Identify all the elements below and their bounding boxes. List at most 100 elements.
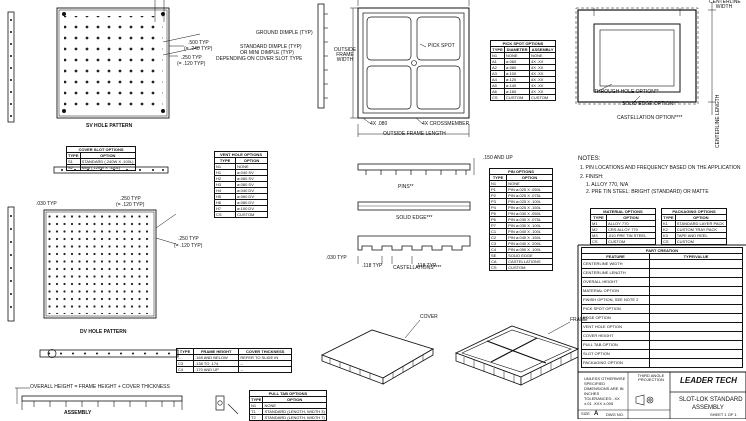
title-block-frame	[577, 244, 746, 419]
table-row: PICK SPOT OPTION	[581, 304, 743, 314]
outside-frame-width-label: OUTSIDE FRAME WIDTH	[333, 47, 357, 63]
table-cell: MATERIAL OPTION	[581, 286, 650, 296]
table-cell: T2	[248, 414, 264, 421]
value-cell[interactable]	[649, 340, 743, 350]
sheet-label: SHEET 1 OF 1	[710, 412, 737, 417]
table-row: CENTERLINE LENGTH	[581, 268, 743, 278]
dim-500: .500 TYP	[188, 40, 209, 46]
table-row: MATERIAL OPTION	[581, 286, 743, 296]
note-2a: 1. ALLOY 770, N/A	[586, 182, 629, 188]
title-line-1: SLOT-LOK STANDARD	[679, 397, 743, 403]
dim-240: (= .240 TYP)	[184, 46, 213, 52]
table-cell: COVER HEIGHT	[581, 331, 650, 341]
size-value: A	[594, 411, 599, 417]
table-row: C4.170 AND UP--	[175, 366, 292, 373]
table-row: CENTERLINE WIDTH	[581, 259, 743, 269]
table-cell: C4	[175, 366, 195, 373]
value-cell[interactable]	[649, 358, 743, 368]
outside-frame-length-label: OUTSIDE FRAME LENGTH	[383, 131, 446, 137]
dv-hole-pattern-label: DV HOLE PATTERN	[80, 329, 127, 335]
dim-250-dv-b: .250 TYP	[178, 236, 199, 242]
dim-150: .150 AND UP	[483, 155, 513, 161]
dim-120: (= .120 TYP)	[177, 61, 206, 67]
table-cell: CUSTOM	[235, 211, 268, 218]
table-row: COVER HEIGHT	[581, 331, 743, 341]
centerline-width-label: CENTERLINE WIDTH	[709, 0, 741, 10]
table-cell: .170 AND UP	[193, 366, 240, 373]
value-cell[interactable]	[649, 304, 743, 314]
table-cell: CUSTOM	[605, 238, 657, 245]
dv-side-profile	[7, 206, 15, 322]
company-logo: LEADER TECH	[680, 376, 737, 385]
solid-edge-profile	[357, 201, 471, 211]
frame-side-profile	[317, 3, 328, 109]
dim-080: 4X .080	[370, 121, 388, 127]
table-cell: --	[238, 366, 292, 373]
value-cell[interactable]	[649, 331, 743, 341]
note-1: 1. PIN LOCATIONS AND FREQUENCY BASED ON …	[580, 165, 741, 171]
table-cell: CUSTOM	[529, 94, 556, 101]
dwg-label: DWG NO.	[606, 412, 624, 417]
table-cell: PULL TAB OPTION	[581, 340, 650, 350]
table-row: PULL TAB OPTION	[581, 340, 743, 350]
castellations-profile	[357, 235, 471, 264]
table-row: OVERALL HEIGHT	[581, 277, 743, 287]
castellation-option-label: CASTELLATION OPTION****	[617, 115, 683, 121]
solid-edge-label: SOLID EDGE***	[396, 215, 433, 221]
table-cell: MINI (.120W X .120L)	[79, 164, 137, 171]
dim-030-cast: .030 TYP	[326, 255, 347, 261]
table-cell: CUSTOM	[506, 264, 553, 271]
notes-title: NOTES:	[578, 156, 601, 162]
height-stack-label: OVERALL HEIGHT = FRAME HEIGHT + COVER TH…	[30, 384, 170, 390]
value-cell[interactable]	[649, 286, 743, 296]
value-cell[interactable]	[649, 259, 743, 269]
value-cell[interactable]	[649, 313, 743, 323]
dim-118-b: .118 TYP	[416, 263, 437, 269]
projection-label: THIRD ANGLE PROJECTION	[637, 373, 665, 382]
value-cell[interactable]	[649, 295, 743, 305]
ground-dimple-label: GROUND DIMPLE (TYP)	[256, 30, 313, 36]
dv-hole-plate	[43, 209, 177, 319]
value-cell[interactable]	[649, 349, 743, 359]
assembly-side-view	[15, 387, 183, 410]
standard-dimple-label: STANDARD DIMPLE (TYP)	[240, 44, 302, 50]
cover-isometric	[320, 319, 435, 385]
table-cell: CS	[590, 238, 607, 245]
assembly-label: ASSEMBLY	[64, 410, 92, 416]
table-cell: FINISH OPTION, SEE NOTE 2	[581, 295, 650, 305]
table-row: FINISH OPTION, SEE NOTE 2	[581, 295, 743, 305]
table-cell: EDGE OPTION	[581, 313, 650, 323]
table-cell: S2	[66, 164, 81, 171]
frame-label: FRAME	[570, 317, 588, 323]
pull-tab-detail	[215, 395, 239, 415]
title-fine-print: UNLESS OTHERWISE SPECIFIED DIMENSIONS AR…	[584, 376, 626, 406]
solid-edge-option-label: SOLID EDGE OPTION***	[622, 101, 679, 107]
note-2b: 2. PRE TIN STEEL: BRIGHT (STANDARD) OR M…	[586, 189, 709, 195]
note-2: 2. FINISH:	[580, 174, 604, 180]
value-cell[interactable]	[649, 277, 743, 287]
table-cell: CS	[489, 94, 506, 101]
dim-250: .250 TYP	[181, 55, 202, 61]
table-cell: OVERALL HEIGHT	[581, 277, 650, 287]
value-cell[interactable]	[649, 268, 743, 278]
table-cell: CS	[213, 211, 237, 218]
table-cell: PICK SPOT OPTION	[581, 304, 650, 314]
value-cell[interactable]	[649, 322, 743, 332]
table-cell: CENTERLINE WIDTH	[581, 259, 650, 269]
mini-dimple-label: OR MINI DIMPLE (TYP)	[240, 50, 294, 56]
